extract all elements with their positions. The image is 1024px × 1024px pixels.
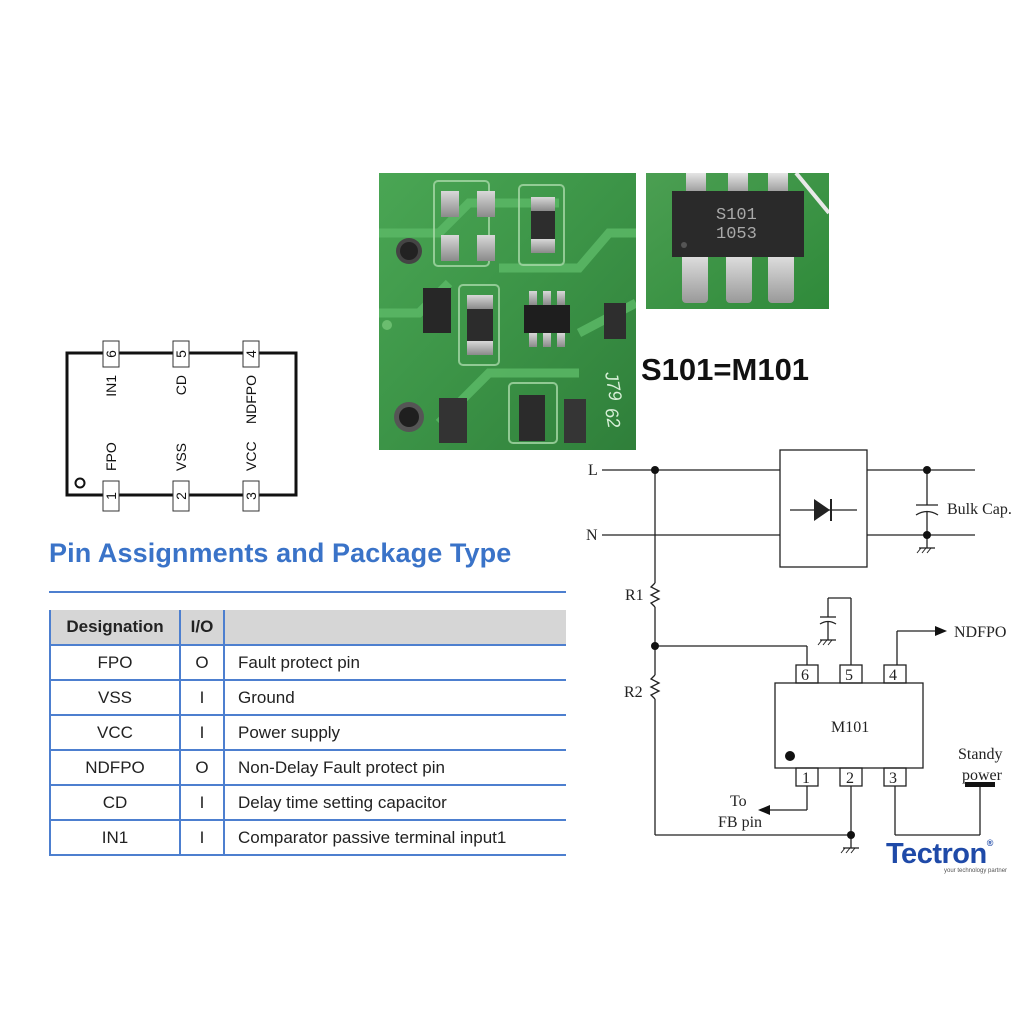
cell-designation: IN1: [49, 819, 180, 856]
table-row: IN1 I Comparator passive terminal input1: [49, 819, 566, 856]
schematic-pin-3: 3: [889, 770, 897, 787]
brand-registered-mark: ®: [986, 838, 994, 848]
schematic-pin-1: 1: [802, 770, 810, 787]
fb-label-line1: To: [730, 793, 747, 810]
cell-io: I: [179, 819, 224, 856]
pin-box-2: [172, 480, 190, 512]
table-row: FPO O Fault protect pin: [49, 644, 566, 680]
pin-number-2: 2: [173, 492, 189, 500]
table-row: NDFPO O Non-Delay Fault protect pin: [49, 749, 566, 785]
diode-symbol: [814, 499, 830, 521]
pin-box-5: [172, 340, 190, 368]
pin-number-6: 6: [103, 350, 119, 358]
cell-io: O: [179, 749, 224, 785]
header-io: I/O: [179, 610, 224, 645]
brand-name: Tectron: [886, 838, 987, 870]
pin-assignment-table: Designation I/O FPO O Fault protect pin …: [49, 610, 566, 856]
chip-closeup-photo: S101 1053: [646, 173, 829, 309]
page-title: Pin Assignments and Package Type: [49, 538, 512, 568]
chip-marking-part: S101: [716, 206, 757, 225]
schematic-pin-5: 5: [845, 667, 853, 684]
cell-designation: VCC: [49, 714, 180, 750]
ndfpo-arrow-icon: [935, 626, 947, 636]
pin-number-4: 4: [243, 350, 259, 358]
package-diagram: 6 5 4 IN1 CD NDFPO FPO VSS VCC 1 2 3: [65, 340, 298, 512]
cell-designation: CD: [49, 784, 180, 820]
pin1-marker-dot: [74, 477, 86, 489]
table-row: VSS I Ground: [49, 679, 566, 715]
pin-label-ndfpo: NDFPO: [243, 375, 259, 424]
cell-io: I: [179, 714, 224, 750]
circuit-schematic: L N Bulk Cap. R1 R2 M101 6 5 4 1 2 3 NDF…: [586, 449, 1012, 854]
cell-designation: FPO: [49, 644, 180, 680]
table-row: CD I Delay time setting capacitor: [49, 784, 566, 820]
r2-label: R2: [624, 684, 643, 701]
pin-box-4: [242, 340, 260, 368]
schematic-pin-4: 4: [889, 667, 897, 684]
ndfpo-output-label: NDFPO: [954, 624, 1006, 641]
schematic-pin-2: 2: [846, 770, 854, 787]
pin-label-cd: CD: [173, 375, 189, 395]
standby-label-line1: Standy: [958, 746, 1002, 763]
table-row: VCC I Power supply: [49, 714, 566, 750]
pin-number-5: 5: [173, 350, 189, 358]
cell-description: Ground: [223, 679, 566, 715]
standby-terminal: [965, 782, 995, 787]
chip-pin1-dot: [785, 751, 795, 761]
cell-description: Non-Delay Fault protect pin: [223, 749, 566, 785]
part-equivalence-label: S101=M101: [641, 352, 810, 387]
bulk-cap-label: Bulk Cap.: [947, 501, 1012, 518]
pin-label-vcc: VCC: [243, 441, 259, 471]
package-body: [65, 351, 298, 497]
pin-number-3: 3: [243, 492, 259, 500]
pin-box-3: [242, 480, 260, 512]
cell-description: Comparator passive terminal input1: [223, 819, 566, 856]
fb-arrow-icon: [758, 805, 770, 815]
cell-io: O: [179, 644, 224, 680]
pin-number-1: 1: [103, 492, 119, 500]
chip-label: M101: [831, 719, 869, 736]
pin-label-in1: IN1: [103, 375, 119, 397]
pin-label-fpo: FPO: [103, 442, 119, 471]
brand-logo: Tectron®: [886, 838, 993, 871]
cell-io: I: [179, 784, 224, 820]
cell-description: Power supply: [223, 714, 566, 750]
header-description: [223, 610, 566, 645]
schematic-pin-6: 6: [801, 667, 809, 684]
r1-label: R1: [625, 587, 644, 604]
line-n-label: N: [586, 527, 598, 544]
brand-tagline: your technology partner: [944, 868, 1008, 874]
standby-label-line2: power: [962, 767, 1003, 784]
fb-label-line2: FB pin: [718, 814, 762, 831]
title-divider: [49, 591, 566, 593]
pin-box-1: [102, 480, 120, 512]
cell-designation: NDFPO: [49, 749, 180, 785]
chip-marking-date: 1053: [716, 225, 757, 244]
header-designation: Designation: [49, 610, 180, 645]
cell-designation: VSS: [49, 679, 180, 715]
cell-io: I: [179, 679, 224, 715]
pin-box-6: [102, 340, 120, 368]
cell-description: Delay time setting capacitor: [223, 784, 566, 820]
pcb-board-photo: J79 62: [379, 173, 636, 450]
line-l-label: L: [588, 462, 598, 479]
pin-label-vss: VSS: [173, 443, 189, 471]
pcb-silkscreen-ref-2: 62: [601, 406, 624, 429]
cell-description: Fault protect pin: [223, 644, 566, 680]
table-header-row: Designation I/O: [49, 610, 566, 645]
